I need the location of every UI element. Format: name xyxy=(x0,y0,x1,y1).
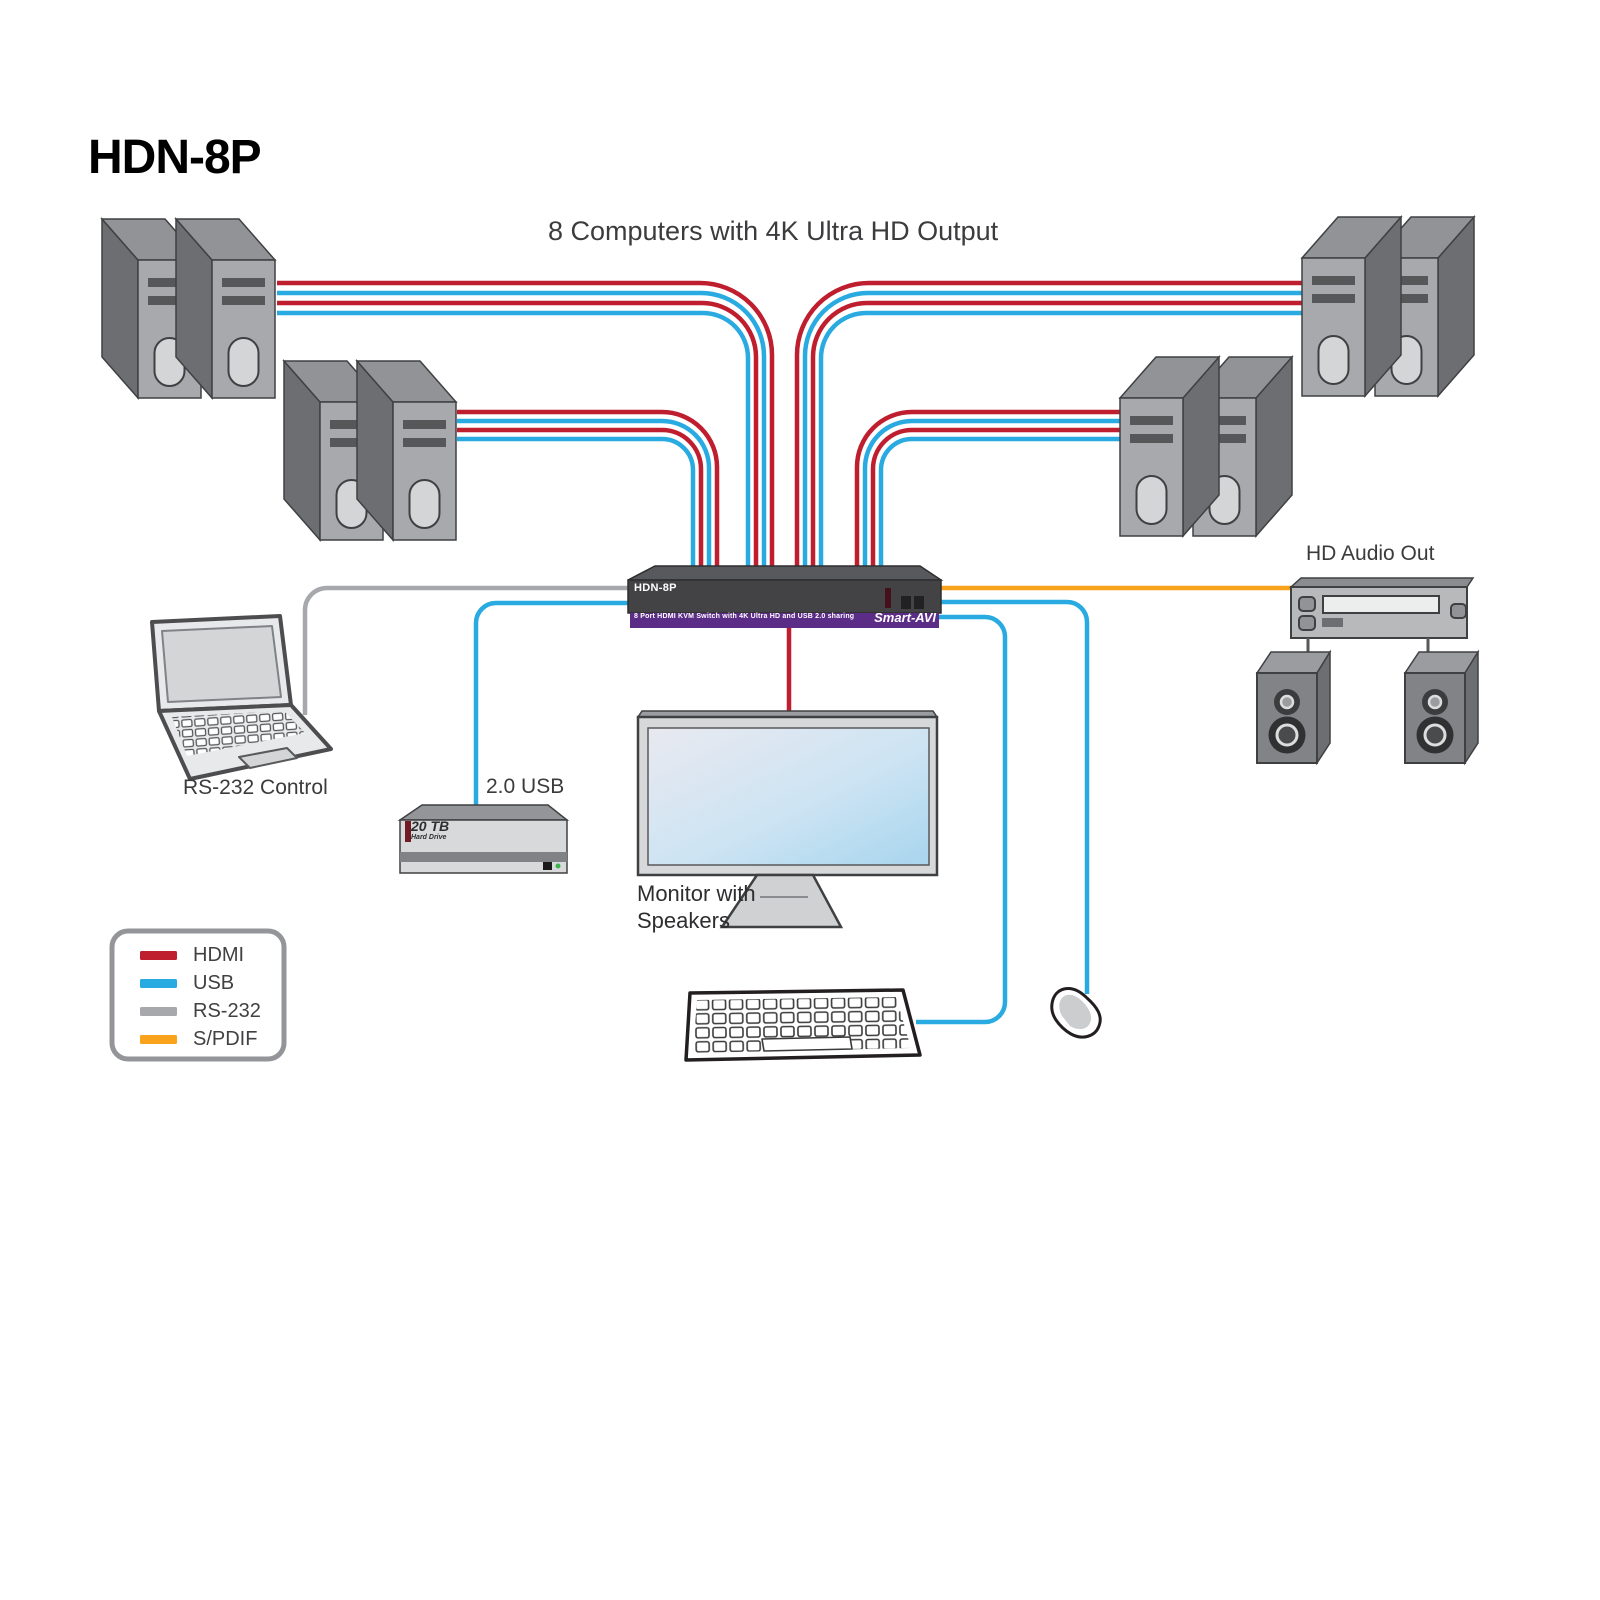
legend-swatch-rs232 xyxy=(140,1007,177,1016)
kvm-led xyxy=(885,588,891,608)
audio-receiver xyxy=(1289,577,1475,639)
computers-top-left xyxy=(101,218,276,399)
mouse xyxy=(1050,987,1102,1039)
kvm-brand-logo: Smart-AVI xyxy=(874,610,936,625)
cable-hdmi-pc7 xyxy=(854,409,1120,576)
legend-label-spdif: S/PDIF xyxy=(193,1028,258,1050)
legend-swatch-hdmi xyxy=(140,951,177,960)
kvm-description: 8 Port HDMI KVM Switch with 4K Ultra HD … xyxy=(634,613,855,620)
hard-drive-type: Hard Drive xyxy=(411,834,447,841)
cable-usb-pc8 xyxy=(878,436,1120,576)
speaker-right xyxy=(1403,650,1480,765)
laptop-screen xyxy=(161,625,282,703)
cable-usb-pc5 xyxy=(457,418,712,576)
hard-drive-accent xyxy=(405,821,411,842)
usb-label: 2.0 USB xyxy=(486,775,565,798)
legend-label-hdmi: HDMI xyxy=(193,944,245,966)
cable-usb-mouse xyxy=(930,599,1090,994)
kvm-button-2 xyxy=(914,596,924,609)
kvm-switch xyxy=(627,565,944,628)
receiver-button-1 xyxy=(1298,596,1316,612)
computer-tower xyxy=(175,218,276,399)
hard-drive-led xyxy=(555,863,561,869)
cable-group-peripherals xyxy=(302,585,1293,1025)
hard-drive-capacity: 20 TB xyxy=(411,818,450,834)
laptop xyxy=(150,614,333,781)
receiver-display xyxy=(1322,595,1440,614)
computers-mid-right xyxy=(1119,356,1293,537)
keyboard-keys xyxy=(693,997,911,1053)
cable-usb-pc1 xyxy=(277,290,767,576)
cable-hdmi-pc1 xyxy=(277,280,775,576)
laptop-trackpad xyxy=(238,747,298,769)
speaker-left xyxy=(1255,650,1332,765)
cable-usb-pc4 xyxy=(818,310,1302,576)
hard-drive xyxy=(397,804,570,874)
monitor-label: Monitor with Speakers xyxy=(637,881,756,933)
mouse-body-inset xyxy=(1059,994,1092,1030)
cable-hdmi-pc5 xyxy=(457,409,720,576)
cable-usb-pc7 xyxy=(862,418,1120,576)
legend-swatch-usb xyxy=(140,979,177,988)
computer-tower xyxy=(1119,356,1220,537)
audio-out-label: HD Audio Out xyxy=(1306,542,1435,565)
cable-usb-keyboard xyxy=(916,614,1008,1025)
cable-usb-pc6 xyxy=(457,436,696,576)
cable-hdmi-pc4 xyxy=(810,300,1302,576)
computers-caption: 8 Computers with 4K Ultra HD Output xyxy=(548,216,999,246)
receiver-knob xyxy=(1450,603,1467,619)
computer-tower xyxy=(356,360,457,541)
cable-group-computers xyxy=(277,280,1302,576)
legend xyxy=(109,928,287,1062)
cable-usb-pc3 xyxy=(802,290,1302,576)
hard-drive-button xyxy=(543,862,552,870)
receiver-button-2 xyxy=(1298,615,1316,631)
cable-hdmi-pc6 xyxy=(457,427,704,576)
keyboard xyxy=(684,988,922,1062)
legend-swatch-spdif xyxy=(140,1035,177,1044)
computer-tower xyxy=(1301,216,1402,397)
keyboard-spacebar xyxy=(761,1036,853,1052)
monitor-screen xyxy=(647,727,930,866)
cable-hdmi-pc2 xyxy=(277,300,759,576)
computers-top-right xyxy=(1301,216,1475,397)
cable-usb-harddrive xyxy=(473,600,640,812)
kvm-brand-strip xyxy=(630,613,939,628)
monitor-stand xyxy=(719,873,844,929)
cable-hdmi-pc8 xyxy=(870,427,1120,576)
laptop-label: RS-232 Control xyxy=(183,776,328,799)
kvm-model-label: HDN-8P xyxy=(634,582,677,594)
laptop-keyboard xyxy=(172,711,305,756)
cable-hdmi-pc3 xyxy=(794,280,1302,576)
monitor xyxy=(636,710,939,929)
legend-label-usb: USB xyxy=(193,972,235,994)
cable-usb-pc2 xyxy=(277,310,751,576)
computers-mid-left xyxy=(283,360,457,541)
legend-label-rs232: RS-232 xyxy=(193,1000,261,1022)
kvm-button-1 xyxy=(901,596,911,609)
cable-rs232-laptop xyxy=(302,585,640,715)
page-title: HDN-8P xyxy=(88,131,262,184)
